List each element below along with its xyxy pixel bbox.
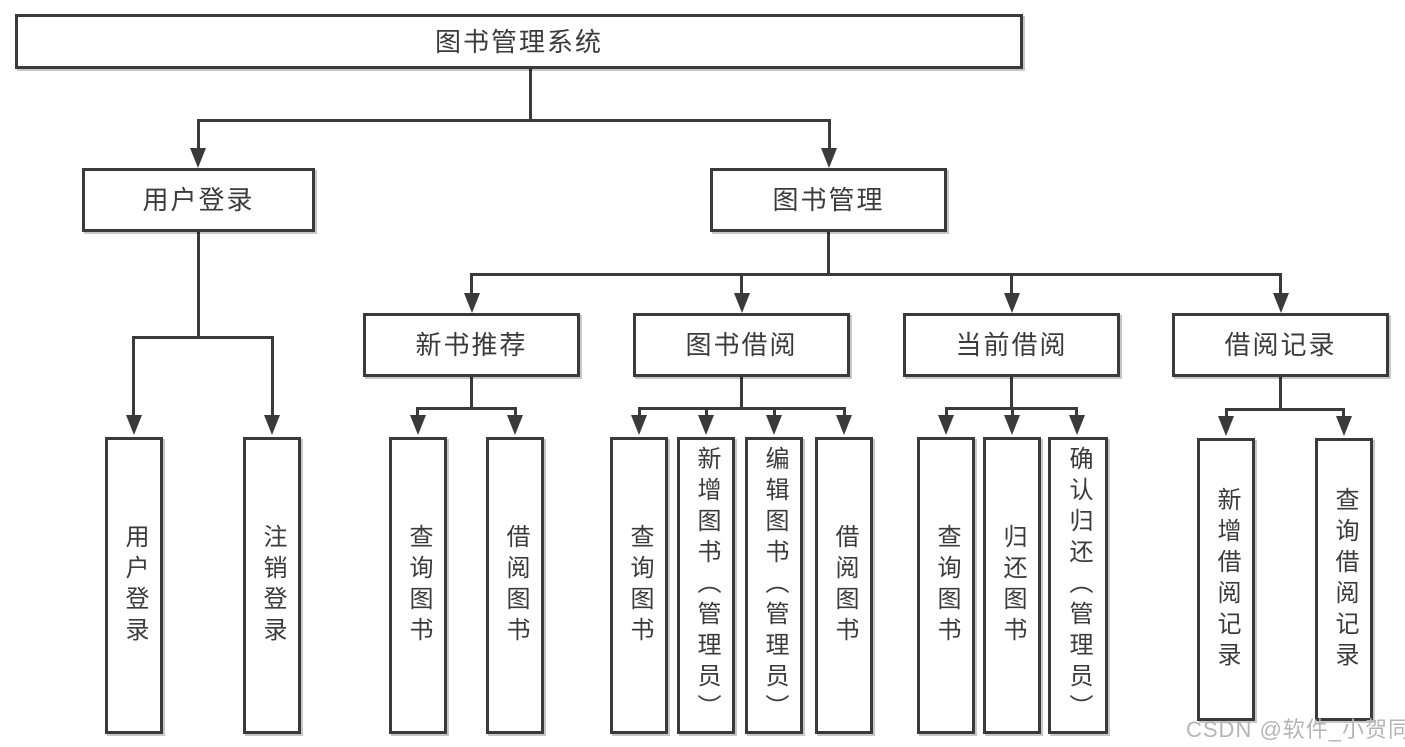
node-book-borrowing: 图书借阅 [633, 313, 850, 377]
leaf-query-borrow-record-label: 查询借阅记录 [1331, 486, 1358, 673]
leaf-edit-book-admin-label: 编辑图书（管理员） [761, 446, 788, 725]
connector [470, 273, 1282, 276]
arrow-down-icon [264, 415, 280, 435]
connector [827, 232, 830, 273]
connector [638, 407, 641, 417]
arrow-down-icon [464, 293, 480, 313]
arrow-down-icon [1004, 293, 1020, 313]
connector [470, 377, 473, 407]
node-user-login-label: 用户登录 [142, 185, 255, 215]
connector [1279, 377, 1282, 408]
connector [197, 232, 200, 336]
leaf-add-borrow-record-label: 新增借阅记录 [1213, 486, 1240, 673]
arrow-down-icon [1004, 415, 1020, 435]
connector [1075, 407, 1078, 417]
connector [740, 273, 743, 295]
leaf-user-login: 用户登录 [105, 437, 163, 734]
connector [1225, 408, 1228, 418]
node-borrowing-records-label: 借阅记录 [1224, 330, 1337, 360]
leaf-add-book-admin-label: 新增图书（管理员） [693, 446, 720, 725]
leaf-query-books-borrowing: 查询图书 [610, 437, 668, 734]
node-current-borrowing: 当前借阅 [903, 313, 1120, 377]
node-user-login: 用户登录 [82, 168, 315, 232]
connector [1010, 377, 1013, 407]
leaf-query-books-current-label: 查询图书 [933, 523, 960, 648]
connector [197, 119, 831, 122]
connector [828, 119, 831, 150]
arrow-down-icon [190, 148, 206, 168]
node-book-borrowing-label: 图书借阅 [685, 330, 798, 360]
connector [1225, 408, 1345, 411]
leaf-logout: 注销登录 [243, 437, 301, 734]
arrow-down-icon [1218, 416, 1234, 436]
connector [740, 377, 743, 407]
leaf-return-book-label: 归还图书 [999, 523, 1026, 648]
connector [1342, 408, 1345, 418]
connector [638, 407, 845, 410]
connector [132, 336, 135, 417]
leaf-add-borrow-record: 新增借阅记录 [1197, 438, 1255, 721]
leaf-borrow-books-recommend-label: 借阅图书 [502, 523, 529, 648]
leaf-confirm-return-admin: 确认归还（管理员） [1048, 437, 1108, 734]
connector [1279, 273, 1282, 295]
root-node-label: 图书管理系统 [434, 26, 603, 57]
arrow-down-icon [631, 415, 647, 435]
connector [416, 407, 419, 417]
leaf-query-books-borrowing-label: 查询图书 [626, 523, 653, 648]
connector [773, 407, 776, 417]
arrow-down-icon [698, 415, 714, 435]
csdn-watermark: CSDN @软件_小贺同学 [1186, 717, 1405, 742]
node-new-book-recommend-label: 新书推荐 [415, 330, 528, 360]
connector [470, 273, 473, 295]
arrow-down-icon [1069, 415, 1085, 435]
arrow-down-icon [734, 293, 750, 313]
arrow-down-icon [1336, 416, 1352, 436]
leaf-query-borrow-record: 查询借阅记录 [1315, 438, 1373, 721]
connector [1011, 407, 1014, 417]
leaf-borrow-books-borrowing-label: 借阅图书 [831, 523, 858, 648]
leaf-query-books-recommend: 查询图书 [389, 437, 447, 734]
node-new-book-recommend: 新书推荐 [363, 313, 580, 377]
leaf-logout-label: 注销登录 [259, 523, 286, 648]
arrow-down-icon [836, 415, 852, 435]
connector [132, 336, 274, 339]
node-borrowing-records: 借阅记录 [1172, 313, 1389, 377]
connector [514, 407, 517, 417]
connector [197, 119, 200, 150]
node-current-borrowing-label: 当前借阅 [955, 330, 1068, 360]
leaf-query-books-current: 查询图书 [917, 437, 975, 734]
connector [945, 407, 948, 417]
arrow-down-icon [410, 415, 426, 435]
connector [416, 407, 517, 410]
connector [1010, 273, 1013, 295]
root-node: 图书管理系统 [15, 14, 1023, 69]
leaf-borrow-books-borrowing: 借阅图书 [815, 437, 873, 734]
arrow-down-icon [821, 148, 837, 168]
connector [271, 336, 274, 417]
arrow-down-icon [507, 415, 523, 435]
connector [843, 407, 846, 417]
arrow-down-icon [938, 415, 954, 435]
arrow-down-icon [766, 415, 782, 435]
leaf-return-book: 归还图书 [983, 437, 1041, 734]
node-book-management: 图书管理 [710, 168, 947, 232]
leaf-borrow-books-recommend: 借阅图书 [486, 437, 544, 734]
leaf-edit-book-admin: 编辑图书（管理员） [745, 437, 803, 734]
node-book-management-label: 图书管理 [772, 185, 885, 215]
leaf-query-books-recommend-label: 查询图书 [405, 523, 432, 648]
leaf-confirm-return-admin-label: 确认归还（管理员） [1065, 446, 1092, 725]
arrow-down-icon [1273, 293, 1289, 313]
connector [705, 407, 708, 417]
arrow-down-icon [126, 415, 142, 435]
leaf-add-book-admin: 新增图书（管理员） [677, 437, 735, 734]
leaf-user-login-label: 用户登录 [121, 523, 148, 648]
connector [529, 69, 532, 119]
